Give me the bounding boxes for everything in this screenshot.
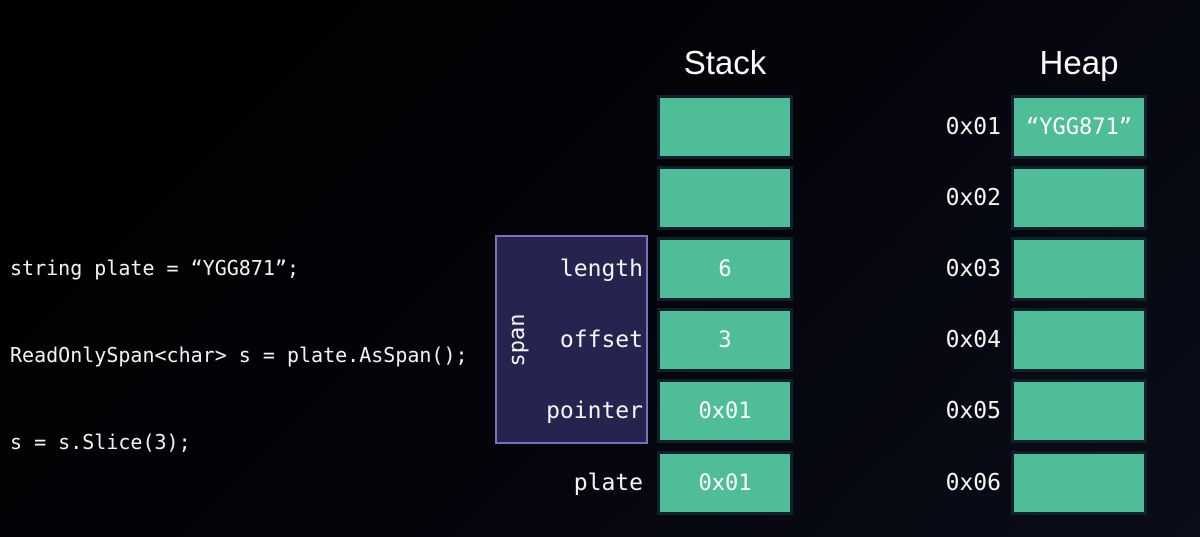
code-line: ReadOnlySpan<char> s = plate.AsSpan(); (10, 343, 468, 367)
code-line: string plate = “YGG871”; (10, 256, 299, 280)
heap-address-label: 0x03 (945, 256, 1001, 282)
stack-cell (657, 166, 793, 230)
heap-title: Heap (1039, 44, 1119, 81)
heap-cell-0x05 (1011, 379, 1147, 443)
stack-row-label-pointer: pointer (546, 398, 643, 424)
stack-row-label-plate: plate (573, 470, 643, 496)
heap-address-label: 0x05 (945, 398, 1001, 424)
heap-cell-0x04 (1011, 308, 1147, 372)
stack-cell (657, 95, 793, 159)
heap-cell-0x03 (1011, 237, 1147, 301)
heap-cell-0x02 (1011, 166, 1147, 230)
stack-title: Stack (683, 44, 767, 81)
stack-cell-offset: 3 (657, 308, 793, 372)
code-snippet: string plate = “YGG871”; ReadOnlySpan<ch… (10, 196, 468, 515)
heap-address-label: 0x01 (945, 114, 1001, 140)
heap-address-label: 0x06 (945, 470, 1001, 496)
code-line: s = s.Slice(3); (10, 430, 191, 454)
stack-cell-length: 6 (657, 237, 793, 301)
stack-cell-pointer: 0x01 (657, 379, 793, 443)
stack-cell-plate: 0x01 (657, 451, 793, 515)
heap-address-label: 0x02 (945, 185, 1001, 211)
stack-row-label-offset: offset (559, 327, 643, 353)
heap-address-label: 0x04 (945, 327, 1001, 353)
stack-row-label-length: length (559, 256, 643, 282)
span-group-box: span (495, 235, 648, 444)
heap-cell-0x06 (1011, 451, 1147, 515)
heap-cell-0x01: “YGG871” (1011, 95, 1147, 159)
